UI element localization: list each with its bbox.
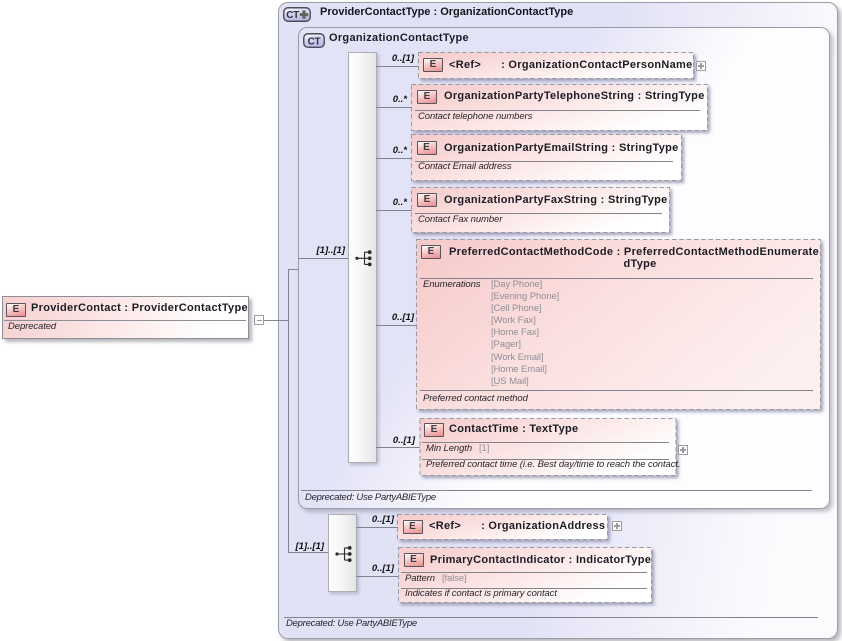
svg-text:CT: CT	[308, 36, 321, 47]
svg-text:CT: CT	[286, 10, 299, 21]
